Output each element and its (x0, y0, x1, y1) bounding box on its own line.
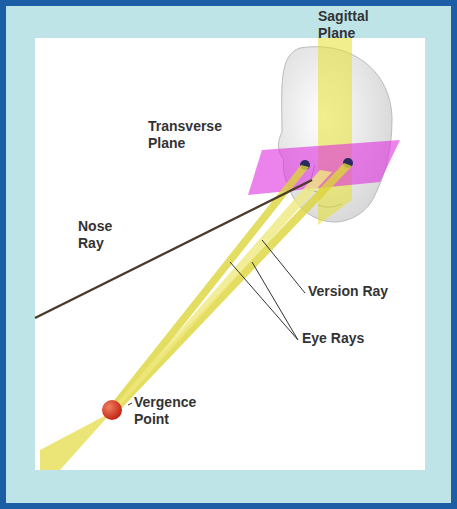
vergence-sphere (102, 400, 122, 420)
leader-line (252, 262, 298, 340)
ray-label: Nose Ray (78, 218, 138, 252)
ray-label: Version Ray (308, 283, 418, 300)
plane-label: Sagittal Plane (318, 8, 398, 42)
leader-line (128, 403, 132, 405)
leader-line (262, 240, 305, 293)
eye-ray-left (108, 165, 309, 410)
white-panel (35, 38, 425, 470)
ray-label: Eye Rays (302, 330, 402, 347)
point-label: Vergence Point (134, 394, 224, 428)
version-ray (110, 170, 332, 412)
plane-label: Transverse Plane (148, 118, 238, 152)
beam-extension (40, 412, 112, 470)
nose-ray (35, 180, 312, 318)
sagittal-plane (318, 38, 352, 225)
leader-line (230, 262, 298, 340)
